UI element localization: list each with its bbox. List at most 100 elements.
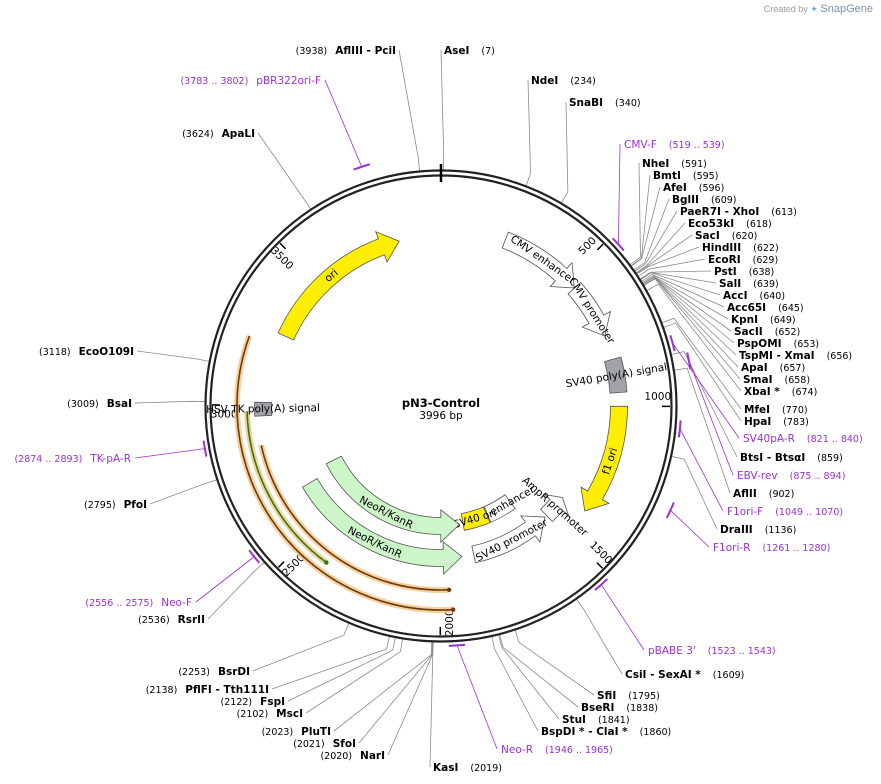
site-name: SacII [734, 326, 763, 338]
restriction-site: (2795)PfoI [84, 499, 147, 511]
site-leader [560, 101, 569, 204]
feature-neor-kanr [325, 455, 461, 544]
primer-name: EBV-rev [737, 470, 778, 482]
site-name: DraIII [720, 524, 753, 536]
site-name: SacI [695, 230, 720, 242]
site-name: KasI [433, 762, 458, 774]
restriction-site: EcoRI(629) [708, 254, 778, 266]
site-leader [207, 562, 265, 620]
restriction-site: (2020)NarI [320, 750, 385, 762]
feature-sv40-promoter [471, 515, 546, 564]
site-leader [634, 210, 678, 272]
site-leader [641, 275, 729, 320]
site-name: BspDI * - ClaI * [541, 726, 628, 738]
site-leader [661, 317, 742, 410]
restriction-site: AfeI(596) [663, 182, 724, 194]
primer-name: Neo-F [161, 597, 192, 609]
site-position: (2536) [138, 615, 170, 626]
site-leader [636, 234, 693, 274]
primer-range: (1049 .. 1070) [775, 507, 843, 518]
site-position: (3624) [182, 129, 214, 140]
site-name: StuI [562, 714, 586, 726]
feature-sv40-poly-a-signal [604, 356, 628, 394]
site-name: BseRI [581, 702, 614, 714]
restriction-site: Acc65I(645) [727, 302, 804, 314]
restriction-site: BspDI * - ClaI *(1860) [541, 726, 671, 738]
primer-label: CMV-F(519 .. 539) [624, 139, 725, 151]
primer-range: (2556 .. 2575) [85, 598, 153, 609]
plasmid-backbone [204, 164, 678, 643]
restriction-site: BglII(609) [672, 194, 736, 206]
plasmid-center-label: pN3-Control 3996 bp [402, 396, 480, 422]
site-position: (1609) [713, 670, 745, 681]
feature-label: CMV promoter [566, 276, 617, 347]
site-position: (1838) [626, 703, 658, 714]
site-leader [633, 198, 670, 271]
site-position: (7) [481, 46, 494, 57]
site-leader [305, 638, 403, 714]
site-name: NarI [360, 750, 385, 762]
restriction-site: (2138)PflFI - Tth111I [146, 684, 269, 696]
site-leader [629, 162, 641, 266]
site-position: (1841) [598, 715, 630, 726]
site-name: FspI [260, 696, 285, 708]
primer-range: (1946 .. 1965) [545, 745, 613, 756]
feature-sv40-ori [460, 506, 491, 531]
site-name: BglII [672, 194, 699, 206]
orf-arrowhead [324, 560, 329, 565]
site-position: (2023) [262, 727, 294, 738]
primer-leader [195, 556, 255, 603]
site-position: (2102) [237, 709, 269, 720]
restriction-site: PstI(638) [714, 266, 774, 278]
site-name: AccI [723, 290, 747, 302]
site-name: SalI [719, 278, 741, 290]
feature-cmv-promoter [567, 281, 612, 337]
snapgene-credit: Created by ✦ SnapGene [764, 3, 873, 15]
site-name: HindIII [702, 242, 741, 254]
site-leader [640, 272, 721, 296]
feature-label: CMV enhancer [508, 233, 578, 287]
site-name: RsrII [178, 614, 205, 626]
site-name: Eco53kI [688, 218, 734, 230]
restriction-site: MfeI(770) [744, 404, 808, 416]
site-name: EcoO109I [79, 346, 134, 358]
restriction-site: (2102)MscI [237, 708, 303, 720]
site-name: BtsI - BtsαI [740, 452, 805, 464]
site-leader [674, 367, 731, 494]
site-leader [635, 222, 686, 274]
ruler-tick-label: 500 [576, 235, 599, 258]
restriction-site: (2023)PluTI [262, 726, 331, 738]
site-position: (613) [771, 207, 797, 218]
restriction-site: TspMI - XmaI(656) [739, 350, 852, 362]
site-position: (2019) [470, 763, 502, 774]
site-leader [630, 186, 661, 267]
site-leader [498, 634, 560, 720]
restriction-site: DraIII(1136) [720, 524, 796, 536]
site-leader [637, 258, 706, 277]
orf-arrowhead [446, 587, 452, 593]
site-leader [257, 132, 312, 210]
orf-arcs [234, 334, 456, 613]
primer-mark [594, 578, 609, 591]
feature-ampr-promoter [540, 493, 570, 523]
site-name: HpaI [744, 416, 771, 428]
restriction-site: NheI(591) [642, 158, 707, 170]
site-leader [136, 350, 210, 362]
site-position: (859) [817, 453, 843, 464]
site-name: KpnI [731, 314, 758, 326]
primer-mark [353, 163, 371, 171]
site-name: TspMI - XmaI [739, 350, 815, 362]
site-name: PfoI [124, 499, 147, 511]
restriction-site: Eco53kI(618) [688, 218, 772, 230]
restriction-site: BmtI(595) [653, 170, 718, 182]
feature-label: HSV TK poly(A) signal [206, 402, 320, 416]
ruler-tick [596, 562, 604, 569]
primer-name: pBABE 3' [648, 645, 696, 657]
site-position: (783) [783, 417, 809, 428]
restriction-site: ApaI(657) [741, 362, 805, 374]
primer-range: (1523 .. 1543) [708, 646, 776, 657]
site-position: (770) [782, 405, 808, 416]
site-leader [525, 79, 531, 186]
